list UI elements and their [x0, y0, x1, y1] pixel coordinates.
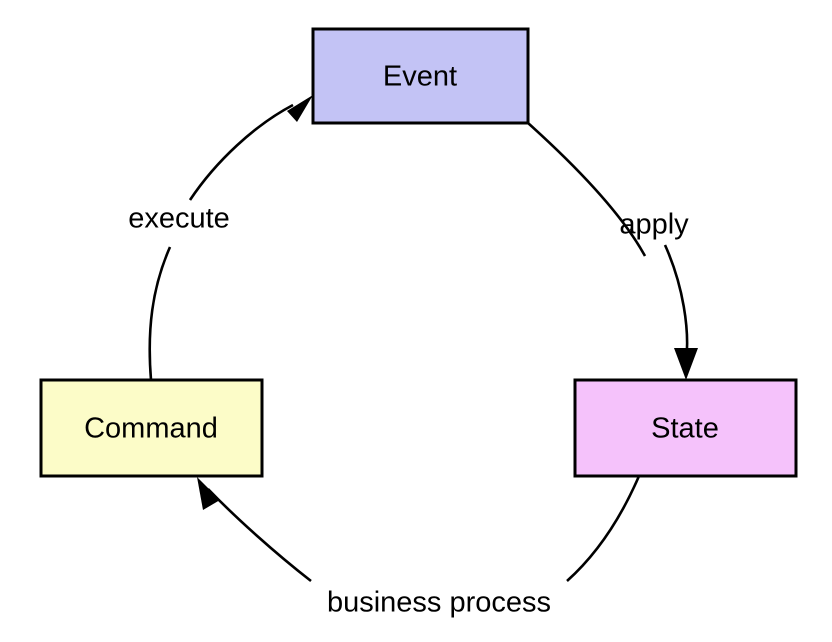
edge-apply-path-lower [663, 244, 689, 363]
node-event[interactable]: Event [311, 27, 530, 125]
node-command-box[interactable] [39, 378, 264, 478]
edge-business-process-arrowhead [197, 477, 220, 510]
node-command-label: Command [84, 413, 218, 445]
node-command[interactable]: Command [39, 378, 264, 478]
node-state[interactable]: State [573, 378, 798, 478]
edge-execute-path-lower [148, 246, 172, 381]
edge-apply-arrowhead [674, 348, 698, 380]
edge-execute-path-upper [188, 103, 294, 201]
edge-business-process-path-left [207, 488, 312, 583]
node-event-box[interactable] [311, 27, 530, 125]
node-state-label: State [651, 413, 719, 445]
edge-apply-path-upper [527, 122, 647, 257]
edge-execute-label: execute [128, 203, 230, 235]
edge-business-process: business process [197, 475, 641, 619]
edge-business-process-label: business process [327, 587, 551, 619]
edge-apply: apply [527, 122, 698, 380]
edge-business-process-path-right [566, 475, 641, 582]
node-state-box[interactable] [573, 378, 798, 478]
edge-apply-label: apply [619, 209, 689, 241]
node-event-label: Event [383, 61, 457, 93]
edge-execute-arrowhead [287, 95, 313, 122]
edge-execute: execute [128, 95, 313, 381]
